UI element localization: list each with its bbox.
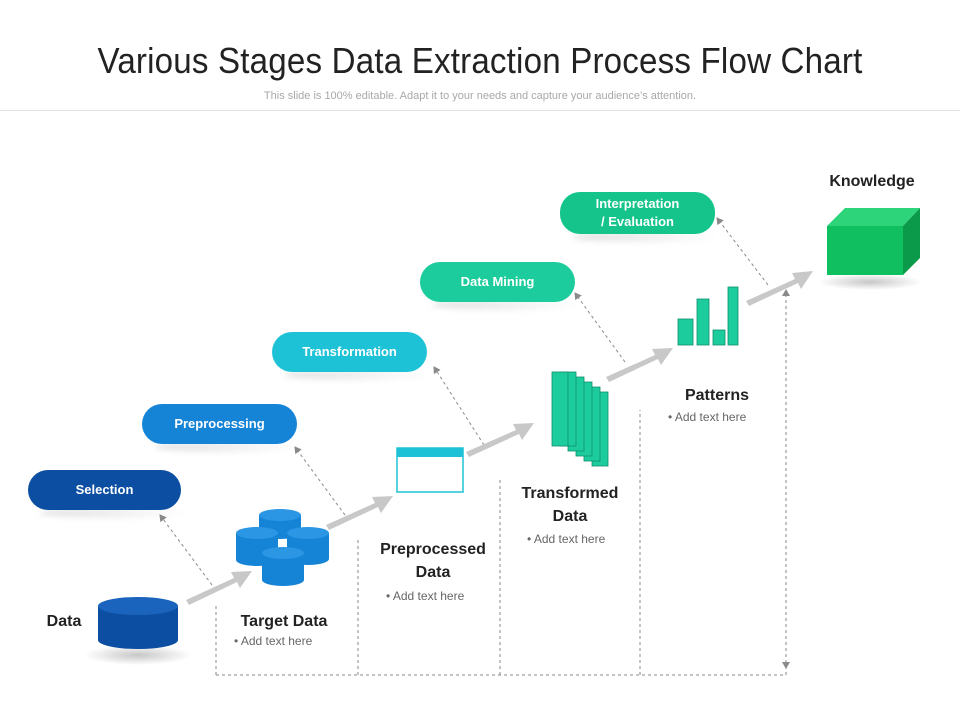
progress-arrow-4 xyxy=(606,348,673,382)
dashed-arrow-data-mining xyxy=(574,292,626,363)
step-pill-data-mining: Data Mining xyxy=(420,262,575,302)
node-label-patterns: Patterns xyxy=(684,387,750,404)
step-label-preprocessing: Preprocessing xyxy=(174,416,265,431)
page-subtitle: This slide is 100% editable. Adapt it to… xyxy=(263,90,697,102)
node-note-target-data: • Add text here xyxy=(234,634,313,648)
step-pill-preprocessing: Preprocessing xyxy=(142,404,297,444)
step-pill-transformation: Transformation xyxy=(272,332,427,372)
database-icon xyxy=(84,597,192,665)
node-note-transformed-data: • Add text here xyxy=(527,532,606,546)
node-label-transformed-data: Transformed Data xyxy=(521,485,619,525)
node-label-data: Data xyxy=(46,613,82,630)
node-label-preprocessed-data: Preprocessed Data xyxy=(380,541,486,581)
header-divider xyxy=(0,110,960,111)
pill-shadow xyxy=(40,508,190,518)
dashed-arrow-selection xyxy=(159,514,213,586)
page-title: Various Stages Data Extraction Process F… xyxy=(97,40,863,81)
pill-shadow xyxy=(155,442,305,452)
node-label-knowledge: Knowledge xyxy=(829,173,915,190)
cube-icon xyxy=(818,208,922,290)
progress-arrows xyxy=(186,271,813,605)
step-label-data-mining: Data Mining xyxy=(460,274,535,289)
node-label-target-data: Target Data xyxy=(240,613,328,630)
bar-chart-icon xyxy=(677,286,739,346)
dashed-arrow-preprocessing xyxy=(294,446,346,516)
step-label-selection: Selection xyxy=(75,482,134,497)
step-label-interpretation: Interpretation / Evaluation xyxy=(595,196,680,229)
progress-arrow-3 xyxy=(466,423,534,457)
step-pill-interpretation: Interpretation / Evaluation xyxy=(560,192,715,234)
note-text: Add text here xyxy=(533,532,606,546)
document-stack-icon xyxy=(551,371,609,467)
window-icon xyxy=(396,447,464,493)
database-cluster-icon xyxy=(236,509,329,586)
step-pill-selection: Selection xyxy=(28,470,181,510)
pill-shadow xyxy=(284,370,434,380)
progress-arrow-2 xyxy=(326,496,393,530)
dashed-arrow-transformation xyxy=(433,366,485,446)
step-label-transformation: Transformation xyxy=(302,344,397,359)
note-text: Add text here xyxy=(674,410,747,424)
node-note-patterns: • Add text here xyxy=(668,410,747,424)
pill-shadow xyxy=(432,300,582,310)
note-text: Add text here xyxy=(392,589,465,603)
progress-arrow-5 xyxy=(746,271,813,306)
dashed-arrow-interpretation xyxy=(716,217,769,286)
note-text: Add text here xyxy=(240,634,313,648)
pill-shadow xyxy=(572,232,722,242)
node-note-preprocessed-data: • Add text here xyxy=(386,589,465,603)
progress-arrow-1 xyxy=(186,571,252,605)
